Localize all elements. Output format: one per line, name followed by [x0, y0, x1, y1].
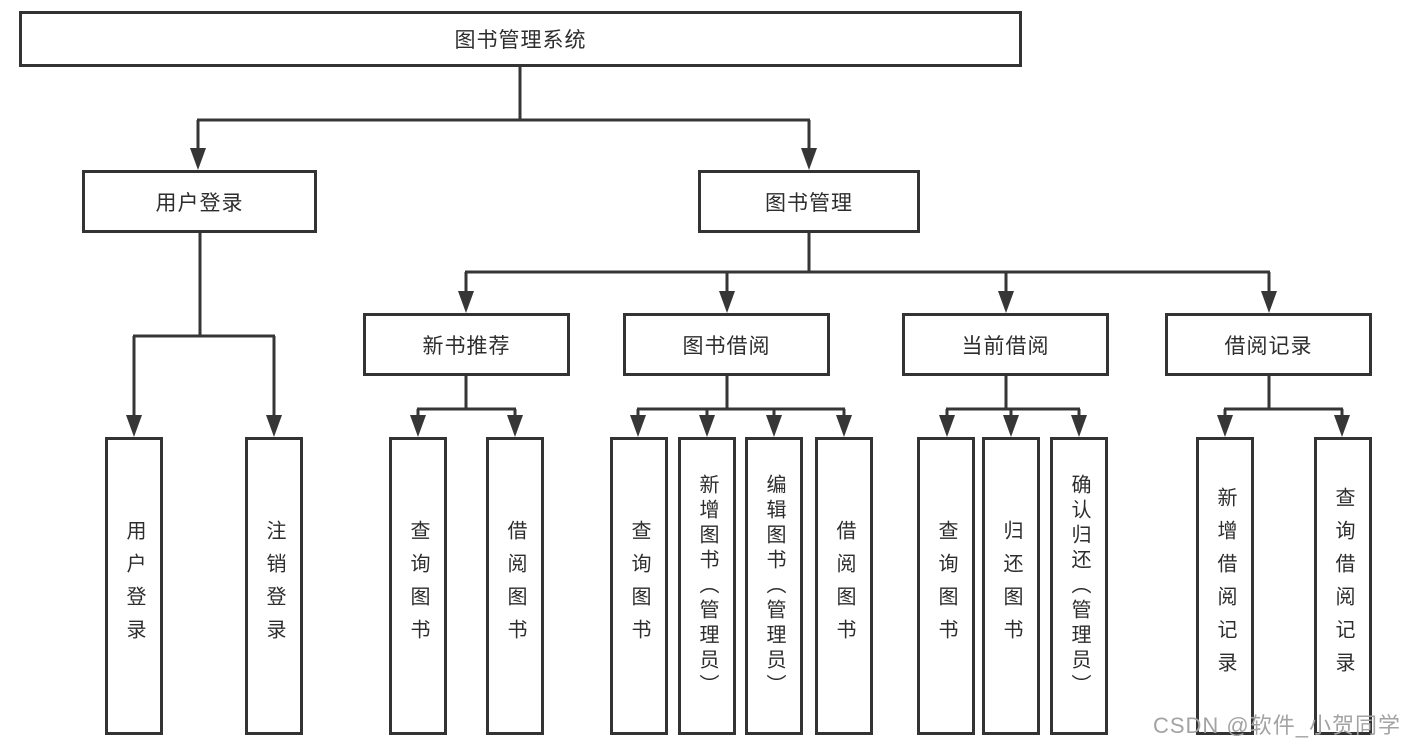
- node-current-borrowing: 当前借阅: [902, 313, 1109, 376]
- leaf-return-books: 归还图书: [982, 437, 1040, 735]
- leaf-add-borrowing-record: 新增借阅记录: [1196, 437, 1254, 735]
- leaf-confirm-return-admin: 确认归还（管理员）: [1050, 437, 1108, 735]
- connector-book-borrowing-to-children: [630, 376, 852, 437]
- node-library-management-system: 图书管理系统: [19, 11, 1022, 67]
- connector-root-to-level2: [190, 67, 817, 170]
- connector-user-login-to-children: [126, 233, 282, 437]
- leaf-query-borrowing-record: 查询借阅记录: [1314, 437, 1372, 735]
- leaf-borrow-books-borrowing: 借阅图书: [815, 437, 873, 735]
- csdn-watermark: CSDN @软件_小贺同学: [1152, 713, 1401, 738]
- node-new-book-recommendation: 新书推荐: [363, 313, 570, 376]
- leaf-query-books-borrowing: 查询图书: [610, 437, 668, 735]
- leaf-query-books-recommend: 查询图书: [389, 437, 447, 735]
- leaf-add-books-admin: 新增图书（管理员）: [678, 437, 736, 735]
- leaf-query-books-current: 查询图书: [917, 437, 975, 735]
- leaf-logout: 注销登录: [245, 437, 303, 735]
- leaf-borrow-books-recommend: 借阅图书: [486, 437, 544, 735]
- leaf-edit-books-admin: 编辑图书（管理员）: [745, 437, 803, 735]
- connector-borrowing-records-to-children: [1217, 376, 1350, 437]
- connector-current-borrowing-to-children: [939, 376, 1087, 437]
- node-user-login: 用户登录: [82, 170, 317, 233]
- leaf-user-login: 用户登录: [105, 437, 163, 735]
- node-book-management: 图书管理: [698, 170, 920, 233]
- connector-new-book-to-children: [410, 376, 523, 437]
- node-borrowing-records: 借阅记录: [1165, 313, 1372, 376]
- connector-book-management-to-children: [458, 233, 1277, 313]
- node-book-borrowing: 图书借阅: [623, 313, 830, 376]
